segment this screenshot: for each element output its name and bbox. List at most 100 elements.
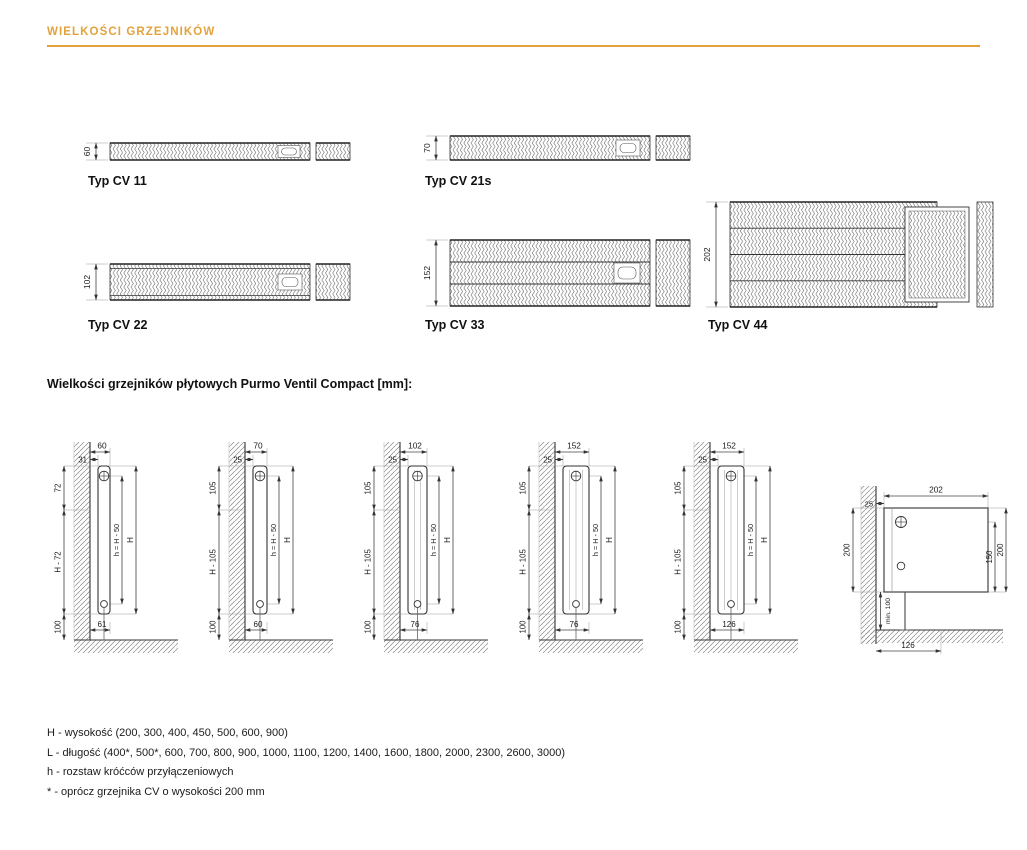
- dim-label-pipe-spacing: h = H - 50: [269, 524, 278, 556]
- dim-label-depth: 102: [408, 441, 422, 451]
- dim-label-inner-height: 150: [985, 550, 994, 564]
- cv33-cross-section: 152: [422, 239, 691, 307]
- dim-label-pipe-spacing: h = H - 50: [112, 524, 121, 556]
- cv21s-cross-section: 70: [422, 135, 691, 161]
- dim-label-depth: 70: [422, 143, 432, 153]
- radiator-end: [655, 135, 691, 161]
- dim-label-floor-clearance: 100: [209, 620, 218, 634]
- bottom-connection: [727, 600, 735, 608]
- cv44-cross-section: 202: [702, 201, 994, 308]
- bottom-connection: [413, 600, 422, 608]
- dim-label-pipe-spacing: h = H - 50: [429, 524, 438, 556]
- legend-line-height: H - wysokość (200, 300, 400, 450, 500, 6…: [47, 727, 288, 739]
- bottom-connection: [256, 600, 264, 608]
- floor-hatch: [229, 640, 333, 653]
- side-view-cv33: 152 25 105 H - 105 100 h = H - 50 H 76: [519, 441, 643, 653]
- dim-label-floor-clearance: 100: [54, 620, 63, 634]
- dim-label-left-height: 200: [843, 543, 852, 557]
- dim-label-height: H: [443, 537, 452, 543]
- dim-label-bottom-depth: 61: [98, 620, 107, 629]
- dim-label-height: H: [126, 537, 135, 543]
- dim-label-depth: 60: [97, 441, 107, 451]
- type-label-cv33: Typ CV 33: [425, 318, 485, 332]
- dim-label-floor-clearance: 100: [519, 620, 528, 634]
- dim-label-top-offset: 105: [364, 481, 373, 495]
- cv11-cross-section: 60: [82, 142, 351, 161]
- radiator-end: [976, 201, 994, 308]
- dim-label-pipe-spacing: h = H - 50: [746, 524, 755, 556]
- radiator-profile: [97, 465, 111, 615]
- dim-label-top-offset: 72: [54, 484, 63, 493]
- dim-label-depth: 202: [929, 485, 943, 495]
- dim-label-min-clearance: min. 100: [885, 598, 892, 624]
- dim-label-floor-clearance: 100: [674, 620, 683, 634]
- header-rule: [47, 45, 980, 47]
- dim-label-height: H: [605, 537, 614, 543]
- radiator-profile: [407, 465, 428, 615]
- wall-hatch: [229, 442, 245, 640]
- bottom-connection: [572, 600, 580, 608]
- dim-label-wall-gap: 31: [78, 456, 87, 465]
- dim-label-top-offset: 105: [209, 481, 218, 495]
- dim-label-depth: 60: [82, 147, 92, 157]
- dim-label-wall-gap: 25: [865, 500, 873, 509]
- corner-mounting-drawing: 202 25 200 150 200 min. 100 126: [843, 485, 1008, 654]
- dim-label-wall-gap: 25: [233, 456, 242, 465]
- wall-hatch: [539, 442, 555, 640]
- legend-line-length: L - długość (400*, 500*, 600, 700, 800, …: [47, 746, 566, 759]
- legend-line-footnote: * - oprócz grzejnika CV o wysokości 200 …: [47, 785, 265, 798]
- dim-label-bottom-depth: 126: [901, 641, 915, 650]
- dim-label-height-minus: H - 105: [364, 549, 373, 575]
- floor-hatch: [384, 640, 488, 653]
- dim-label-height-minus: H - 105: [519, 549, 528, 575]
- dim-label-bottom-depth: 126: [722, 620, 736, 629]
- side-view-cv11: 60 31 72 H - 72 100 h = H - 50 H 61: [54, 441, 178, 653]
- dim-label-wall-gap: 25: [388, 456, 397, 465]
- type-label-cv11: Typ CV 11: [88, 174, 147, 188]
- side-view-cv21s: 70 25 105 H - 105 100 h = H - 50 H 60: [209, 441, 333, 653]
- floor-hatch: [74, 640, 178, 653]
- dim-label-pipe-spacing: h = H - 50: [591, 524, 600, 556]
- dim-label-height: H: [760, 537, 769, 543]
- legend: H - wysokość (200, 300, 400, 450, 500, 6…: [47, 727, 565, 805]
- dim-label-height: H: [283, 537, 292, 543]
- dim-label-wall-gap: 25: [698, 456, 707, 465]
- radiator-end: [315, 142, 351, 161]
- cv22-cross-section: 102: [82, 263, 351, 301]
- type-label-cv21s: Typ CV 21s: [425, 174, 492, 188]
- side-view-cv22: 102 25 105 H - 105 100 h = H - 50 H 76: [364, 441, 488, 653]
- type-label-cv44: Typ CV 44: [708, 318, 768, 332]
- floor-hatch: [694, 640, 798, 653]
- wall-hatch: [694, 442, 710, 640]
- floor-hatch: [861, 630, 1003, 643]
- radiator-end: [315, 263, 351, 301]
- bottom-connection: [896, 561, 906, 571]
- dim-label-depth: 70: [253, 441, 263, 451]
- dim-label-floor-clearance: 100: [364, 620, 373, 634]
- dim-label-height-minus: H - 72: [54, 551, 63, 572]
- dim-label-depth: 152: [422, 266, 432, 280]
- dim-label-depth: 102: [82, 275, 92, 289]
- legend-line-pipe-spacing: h - rozstaw króćców przyłączeniowych: [47, 766, 234, 778]
- dim-label-bottom-depth: 76: [570, 620, 579, 629]
- type-label-cv22: Typ CV 22: [88, 318, 148, 332]
- page-title: WIELKOŚCI GRZEJNIKÓW: [47, 26, 216, 38]
- dim-label-depth: 202: [702, 247, 712, 261]
- radiator-end: [655, 239, 691, 307]
- bracket-detail: [615, 139, 641, 157]
- dim-label-bottom-depth: 76: [411, 620, 420, 629]
- dim-label-depth: 152: [722, 441, 736, 451]
- floor-hatch: [539, 640, 643, 653]
- wall-hatch: [384, 442, 400, 640]
- wall-hatch: [861, 486, 876, 644]
- dim-label-depth: 152: [567, 441, 581, 451]
- dim-label-height-minus: H - 105: [674, 549, 683, 575]
- dim-label-top-offset: 105: [674, 481, 683, 495]
- dim-label-right-height: 200: [996, 543, 1005, 557]
- radiator-profile: [252, 465, 268, 615]
- radiator-body: [109, 263, 311, 301]
- bracket-detail: [277, 273, 303, 291]
- dim-label-bottom-depth: 60: [254, 620, 263, 629]
- bottom-connection: [100, 600, 108, 608]
